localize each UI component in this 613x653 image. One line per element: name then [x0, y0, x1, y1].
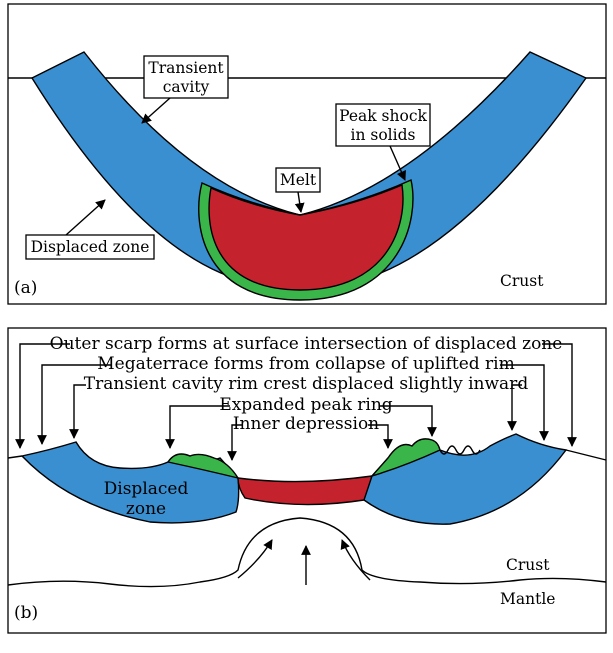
panel-b-surface-right [565, 449, 607, 461]
panel-a-tag: (a) [14, 278, 37, 298]
peak-shock-label-line1: Peak shock [339, 107, 427, 125]
panel-b: Outer scarp forms at surface intersectio… [7, 327, 607, 634]
panel-a-melt-zone [208, 184, 404, 291]
transient-cavity-label-line1: Transient [148, 59, 224, 77]
melt-arrow [294, 191, 305, 213]
panel-b-melt-zone [237, 475, 373, 506]
peak-shock-label-box [335, 103, 431, 147]
rim-crest-leader-right [507, 384, 522, 431]
peak-shock-label-line2: in solids [351, 126, 416, 144]
rim-crest-label: Transient cavity rim crest displaced sli… [84, 374, 529, 394]
panel-b-frame [7, 327, 607, 634]
peak-ring-label: Expanded peak ring [219, 395, 392, 415]
megaterrace-leader-left [37, 364, 112, 445]
megaterrace-leader-right [500, 364, 549, 441]
panel-a-frame [7, 3, 607, 305]
peak-ring-leader-right [380, 405, 437, 437]
uplift-arrow-right [340, 539, 371, 581]
panel-a: Transient cavity Peak shock in solids Me… [7, 3, 607, 305]
panel-a-crust-label: Crust [500, 272, 544, 290]
panel-b-peak-ring-right [369, 438, 441, 478]
megaterrace-label: Megaterrace forms from collapse of uplif… [97, 354, 514, 374]
inner-depression-leader-left [227, 424, 242, 461]
panel-b-surface-left [7, 455, 23, 459]
panel-b-displaced-zone-label-line1: Displaced [104, 479, 189, 499]
melt-label: Melt [280, 171, 317, 189]
displaced-zone-label: Displaced zone [31, 238, 150, 256]
transient-cavity-label-line2: cavity [163, 78, 210, 96]
panel-b-mantle-label: Mantle [500, 590, 555, 608]
transient-cavity-arrow [141, 97, 171, 124]
displaced-zone-label-box [25, 234, 155, 260]
rim-crest-leader-left [69, 384, 86, 439]
inner-depression-label: Inner depression [233, 414, 379, 434]
peak-shock-arrow [389, 145, 406, 181]
panel-b-terrace-waves [439, 445, 481, 455]
panel-a-displaced-zone [30, 51, 588, 288]
panel-b-crust-label: Crust [506, 556, 550, 574]
panel-b-peak-ring-left [166, 453, 240, 480]
transient-cavity-label-box [143, 55, 229, 99]
panel-b-displaced-zone-label-line2: zone [126, 499, 166, 519]
inner-depression-leader-right [368, 424, 393, 449]
outer-scarp-leader-right [542, 343, 577, 447]
outer-scarp-leader-left [15, 343, 70, 449]
uplift-arrow-left [237, 539, 273, 579]
displaced-zone-arrow [65, 199, 106, 236]
crust-mantle-boundary [7, 517, 607, 588]
peak-ring-leader-left [165, 405, 230, 449]
panel-b-tag: (b) [14, 603, 38, 623]
outer-scarp-label: Outer scarp forms at surface intersectio… [50, 334, 563, 354]
